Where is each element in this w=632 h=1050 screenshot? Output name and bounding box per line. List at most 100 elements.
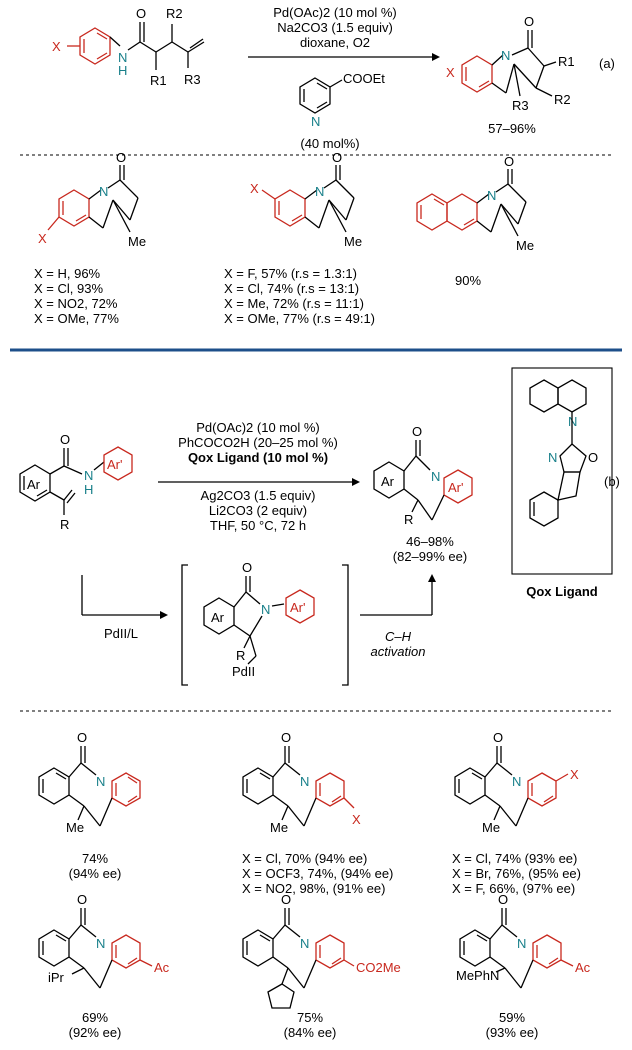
example-b2-x: X [352, 812, 361, 827]
example-b6-nitrogen: N [517, 936, 526, 951]
product-oxygen: O [524, 14, 534, 29]
example-b2-sub: Me [270, 820, 288, 835]
example-a3-oxygen: O [504, 154, 514, 169]
example-b1-oxygen: O [77, 730, 87, 745]
example-a2-line-1: X = F, 57% (r.s = 1.3:1) [224, 266, 357, 281]
example-b1-nitrogen: N [96, 774, 105, 789]
example-b1-line-1: 74% [82, 851, 108, 866]
example-b5-oxygen: O [281, 892, 291, 907]
example-a3-methyl: Me [516, 238, 534, 253]
substrate-hydrogen: H [84, 482, 93, 497]
example-a2-nitrogen: N [315, 184, 324, 199]
substrate-ar: Ar [27, 477, 41, 492]
condition-b-5: Li2CO3 (2 equiv) [209, 503, 307, 518]
panel-a: X N H O R1 R2 R3 Pd(OAc)2 (10 mol %) N [52, 5, 615, 151]
example-b2-line-1: X = Cl, 70% (94% ee) [242, 851, 367, 866]
yield-range-b: 46–98% [406, 534, 454, 549]
example-a1-line-2: X = Cl, 93% [34, 281, 103, 296]
product-r3: R3 [512, 98, 529, 113]
example-b3-line-1: X = Cl, 74% (93% ee) [452, 851, 577, 866]
intermediate-arp: Ar' [290, 600, 305, 615]
substrate-r: R [60, 517, 69, 532]
panel-b: Ar O N H Ar' R Pd(OAc)2 (10 mol %) PhCOC… [19, 367, 620, 686]
ligand-oxazoline-oxygen: O [588, 450, 598, 465]
example-b6-line-2: (93% ee) [486, 1025, 539, 1040]
example-b4-nitrogen: N [96, 936, 105, 951]
example-b1: O N Me [38, 730, 141, 835]
condition-line-3: dioxane, O2 [300, 35, 370, 50]
example-b6-line-1: 59% [499, 1010, 525, 1025]
mechanism-path: PdII/L [81, 575, 168, 641]
example-b2-line-3: X = NO2, 98%, (91% ee) [242, 881, 385, 896]
examples-a: N O Me X X = H, 96% X = Cl, 93% X = NO2,… [34, 150, 534, 326]
example-a2-methyl: Me [344, 234, 362, 249]
additive-ester-label: COOEt [343, 71, 385, 86]
catalyst-label: PdII/L [104, 626, 138, 641]
example-b3: O N Me X [454, 730, 579, 835]
condition-line-2: Na2CO3 (1.5 equiv) [277, 20, 393, 35]
product-b-nitrogen: N [431, 469, 440, 484]
reaction-arrow-b: Pd(OAc)2 (10 mol %) PhCOCO2H (20–25 mol … [158, 420, 360, 533]
product-substituent-x: X [446, 65, 455, 80]
condition-b-1: Pd(OAc)2 (10 mol %) [196, 420, 320, 435]
example-a3: N O Me [416, 154, 534, 253]
product-b-oxygen: O [412, 424, 422, 439]
example-a1-line-4: X = OMe, 77% [34, 311, 119, 326]
intermediate-pd: PdII [232, 664, 255, 679]
example-b2: O N Me X [242, 730, 361, 835]
substrate-arp: Ar' [107, 457, 122, 472]
intermediate-r: R [236, 648, 245, 663]
example-b6-sub: MePhN [456, 968, 499, 983]
example-a1: N O Me X [38, 150, 146, 249]
example-b4-oxygen: O [77, 892, 87, 907]
carbonyl-oxygen: O [136, 6, 146, 21]
condition-b-6: THF, 50 °C, 72 h [210, 518, 306, 533]
r3-group: R3 [184, 72, 201, 87]
example-b4-sub: iPr [48, 970, 65, 985]
intermediate-nitrogen: N [261, 602, 270, 617]
example-b3-oxygen: O [493, 730, 503, 745]
product-nitrogen: N [501, 48, 510, 63]
example-a1-nitrogen: N [99, 184, 108, 199]
ee-range-b: (82–99% ee) [393, 549, 467, 564]
example-b3-nitrogen: N [512, 774, 521, 789]
example-a2-oxygen: O [332, 150, 342, 165]
pyridine-nitrogen: N [311, 114, 320, 129]
condition-b-4: Ag2CO3 (1.5 equiv) [201, 488, 316, 503]
amide-hydrogen: H [118, 63, 127, 78]
product-b-arp: Ar' [448, 480, 463, 495]
example-b1-line-2: (94% ee) [69, 866, 122, 881]
substrate-oxygen: O [60, 432, 70, 447]
product-b-r: R [404, 512, 413, 527]
example-b4-x: Ac [154, 960, 170, 975]
example-b4-line-1: 69% [82, 1010, 108, 1025]
example-b6: O N MePhN Ac [456, 892, 591, 989]
example-b4: O N iPr Ac [38, 892, 170, 989]
example-b2-nitrogen: N [300, 774, 309, 789]
example-b3-sub: Me [482, 820, 500, 835]
ligand-name: Qox Ligand [526, 584, 598, 599]
example-b5-line-1: 75% [297, 1010, 323, 1025]
ch-activation-step: C–H activation [360, 574, 436, 659]
example-b5: O N CO2Me [242, 892, 401, 1009]
example-b6-x: Ac [575, 960, 591, 975]
example-a1-oxygen: O [116, 150, 126, 165]
example-a2-x: X [250, 181, 259, 196]
example-b4-line-2: (92% ee) [69, 1025, 122, 1040]
examples-b: O N Me 74% (94% ee) O N [38, 730, 591, 1040]
example-b5-line-2: (84% ee) [284, 1025, 337, 1040]
example-b5-nitrogen: N [300, 936, 309, 951]
example-a2-line-4: X = OMe, 77% (r.s = 49:1) [224, 311, 375, 326]
ligand-quinoline-nitrogen: N [568, 414, 577, 429]
product-pyrroloindolone: X N O R1 R2 R3 [446, 14, 575, 113]
example-a1-line-3: X = NO2, 72% [34, 296, 118, 311]
yield-range-a: 57–96% [488, 121, 536, 136]
substituent-x: X [52, 39, 61, 54]
product-b-ar: Ar [381, 474, 395, 489]
example-a2-line-2: X = Cl, 74% (r.s = 13:1) [224, 281, 359, 296]
step-label-ch: C–H [385, 629, 412, 644]
example-b2-oxygen: O [281, 730, 291, 745]
example-b5-cyclopentyl [267, 983, 295, 1009]
